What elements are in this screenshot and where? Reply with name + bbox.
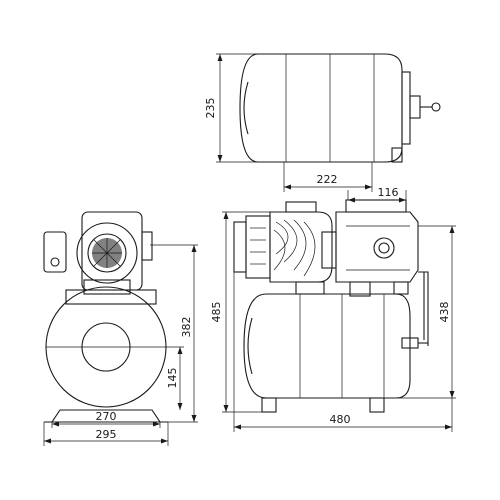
top-view: 235 222 — [204, 53, 441, 192]
dim-front-width: 295 — [96, 428, 117, 441]
side-view: 116 485 438 480 — [210, 186, 456, 432]
dim-top-width: 222 — [317, 173, 338, 186]
dim-side-height-right: 438 — [438, 302, 451, 323]
dim-side-offset: 116 — [378, 186, 399, 199]
dim-front-base: 270 — [96, 410, 117, 423]
front-view: 382 145 270 295 — [43, 211, 198, 446]
dim-top-height: 235 — [204, 98, 217, 119]
dim-side-total-height: 485 — [210, 302, 223, 323]
dim-front-height-total: 382 — [180, 317, 193, 338]
dim-side-length: 480 — [330, 413, 351, 426]
dim-front-height-axis: 145 — [166, 368, 179, 389]
